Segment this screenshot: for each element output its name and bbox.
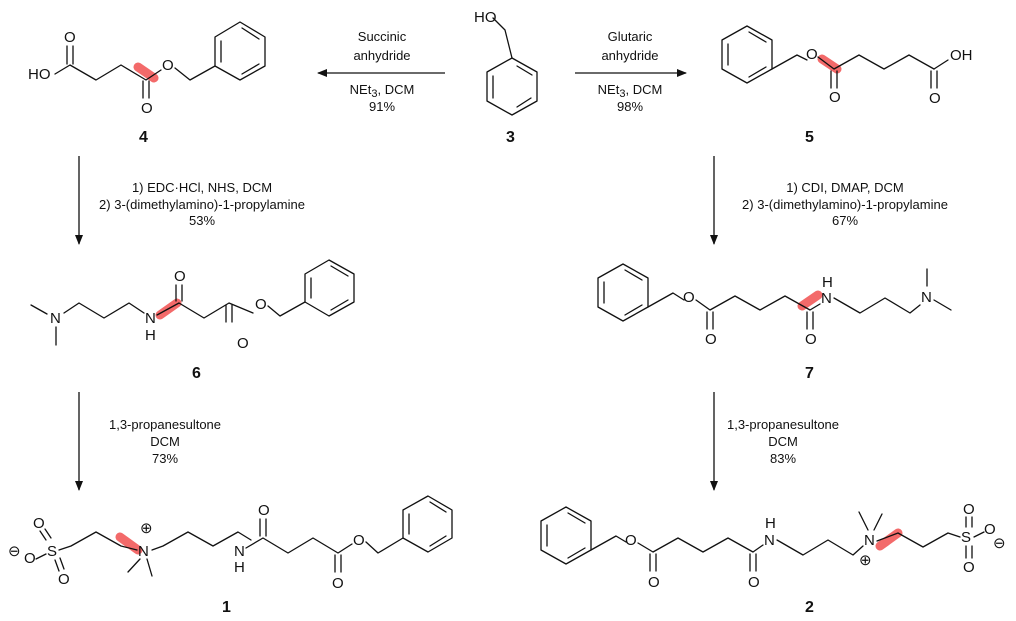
c4-o-ester: O bbox=[162, 57, 174, 74]
c1-o-minus: O bbox=[24, 550, 36, 567]
step-7-to-2: 1,3-propanesultone DCM 83% bbox=[710, 392, 839, 491]
step-3-to-5: Glutaric anhydride NEt3, DCM 98% bbox=[575, 29, 687, 114]
yield-2: 83% bbox=[770, 451, 796, 466]
step-6-to-1: 1,3-propanesultone DCM 73% bbox=[75, 392, 221, 491]
c2-o-down: O bbox=[963, 559, 975, 576]
c6-o-ester-co: O bbox=[237, 335, 249, 352]
reagent-dcm: DCM bbox=[768, 434, 798, 449]
c7-o-amide: O bbox=[805, 331, 817, 348]
c4-benzene-ring bbox=[214, 21, 266, 81]
c1-o-ester: O bbox=[353, 532, 365, 549]
step-5-to-7: 1) CDI, DMAP, DCM 2) 3-(dimethylamino)-1… bbox=[710, 156, 948, 245]
c7-n-amine: N bbox=[921, 289, 932, 306]
compound-1: ⊖ O S O O N ⊕ N H O O O 1 bbox=[8, 495, 453, 616]
reagent-succinic: Succinic bbox=[358, 29, 407, 44]
yield-4: 91% bbox=[369, 99, 395, 114]
compound-6: N N H O O O 6 bbox=[30, 259, 355, 382]
yield-6: 53% bbox=[189, 213, 215, 228]
c3-ho-label: HO bbox=[474, 9, 497, 26]
c2-positive-charge: ⊕ bbox=[859, 552, 872, 569]
compound-number-5: 5 bbox=[805, 129, 814, 146]
reagent-dmapa: 2) 3-(dimethylamino)-1-propylamine bbox=[99, 197, 305, 212]
reagent-anhydride: anhydride bbox=[601, 48, 658, 63]
compound-number-2: 2 bbox=[805, 599, 814, 616]
compound-4: HO O O O 4 bbox=[28, 21, 266, 146]
c2-s: S bbox=[961, 529, 971, 546]
c2-o-ester: O bbox=[625, 532, 637, 549]
compound-number-6: 6 bbox=[192, 365, 201, 382]
compound-number-7: 7 bbox=[805, 365, 814, 382]
highlight-bond-7 bbox=[797, 290, 823, 311]
c7-benzene-ring bbox=[597, 263, 649, 322]
highlight-bond-1 bbox=[115, 532, 143, 555]
c4-ho-label: HO bbox=[28, 66, 51, 83]
c1-n-plus: N bbox=[138, 543, 149, 560]
step-3-to-4: Succinic anhydride NEt3, DCM 91% bbox=[317, 29, 445, 114]
c6-h-amide: H bbox=[145, 327, 156, 344]
c7-o-ester: O bbox=[683, 289, 695, 306]
c7-o-ester-co: O bbox=[705, 331, 717, 348]
c1-o-up: O bbox=[33, 515, 45, 532]
reagent-cdi-dmap: 1) CDI, DMAP, DCM bbox=[786, 180, 904, 195]
yield-7: 67% bbox=[832, 213, 858, 228]
c4-o-acid: O bbox=[64, 29, 76, 46]
c2-n-amide: N bbox=[764, 532, 775, 549]
reagent-edc-nhs: 1) EDC·HCl, NHS, DCM bbox=[132, 180, 272, 195]
reagent-net3-dcm: NEt3, DCM bbox=[350, 82, 415, 100]
step-4-to-6: 1) EDC·HCl, NHS, DCM 2) 3-(dimethylamino… bbox=[75, 156, 305, 245]
c2-o-ester-co: O bbox=[648, 574, 660, 591]
compound-7: O O O H N N 7 bbox=[597, 263, 952, 382]
c1-o-down: O bbox=[58, 571, 70, 588]
yield-1: 73% bbox=[152, 451, 178, 466]
compound-number-1: 1 bbox=[222, 599, 231, 616]
c6-n-amine: N bbox=[50, 310, 61, 327]
c3-benzene-ring bbox=[486, 57, 538, 116]
c1-o-amide: O bbox=[258, 502, 270, 519]
reagent-dcm: DCM bbox=[150, 434, 180, 449]
c1-negative-charge: ⊖ bbox=[8, 543, 21, 560]
c2-o-minus: O bbox=[984, 521, 996, 538]
c2-benzene-ring bbox=[540, 506, 592, 565]
c6-n-amide: N bbox=[145, 310, 156, 327]
c5-o-ester-co: O bbox=[829, 89, 841, 106]
compound-number-4: 4 bbox=[139, 129, 148, 146]
compound-5: O O O OH 5 bbox=[721, 25, 973, 146]
reagent-net3-dcm: NEt3, DCM bbox=[598, 82, 663, 100]
c2-o-up: O bbox=[963, 501, 975, 518]
c1-positive-charge: ⊕ bbox=[140, 520, 153, 537]
c1-h-amide: H bbox=[234, 559, 245, 576]
c6-o-ester: O bbox=[255, 296, 267, 313]
c2-h-amide: H bbox=[765, 515, 776, 532]
c7-n-amide: N bbox=[821, 290, 832, 307]
reagent-anhydride: anhydride bbox=[353, 48, 410, 63]
c7-h-amide: H bbox=[822, 274, 833, 291]
c1-o-ester-co: O bbox=[332, 575, 344, 592]
c1-benzene-ring bbox=[402, 495, 453, 553]
c6-benzene-ring bbox=[304, 259, 355, 317]
reagent-propanesultone: 1,3-propanesultone bbox=[109, 417, 221, 432]
compound-number-3: 3 bbox=[506, 129, 515, 146]
c2-negative-charge: ⊖ bbox=[993, 535, 1006, 552]
c1-n-amide: N bbox=[234, 543, 245, 560]
c5-o-ester: O bbox=[806, 46, 818, 63]
c2-o-amide: O bbox=[748, 574, 760, 591]
highlight-bond-5 bbox=[817, 54, 842, 74]
c6-o-amide: O bbox=[174, 268, 186, 285]
yield-5: 98% bbox=[617, 99, 643, 114]
c5-benzene-ring bbox=[721, 25, 773, 84]
c4-o-ester-co: O bbox=[141, 100, 153, 117]
compound-3: HO 3 bbox=[474, 9, 538, 146]
reagent-glutaric: Glutaric bbox=[608, 29, 653, 44]
reagent-propanesultone: 1,3-propanesultone bbox=[727, 417, 839, 432]
c1-s: S bbox=[47, 543, 57, 560]
highlight-bond-2 bbox=[875, 528, 903, 551]
compound-2: O O O H N N ⊕ S O O O ⊖ 2 bbox=[540, 501, 1006, 616]
c2-n-plus: N bbox=[864, 532, 875, 549]
c5-o-acid: O bbox=[929, 90, 941, 107]
reagent-dmapa: 2) 3-(dimethylamino)-1-propylamine bbox=[742, 197, 948, 212]
c5-oh-label: OH bbox=[950, 47, 973, 64]
